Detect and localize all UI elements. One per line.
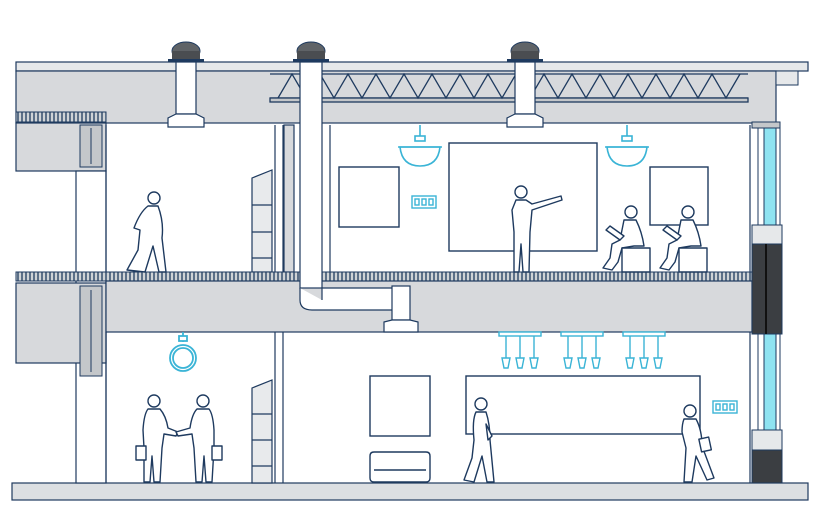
ground-slab [11, 482, 809, 501]
roof-truss [269, 72, 749, 103]
roof [15, 61, 809, 124]
right-facade [751, 121, 783, 484]
upper-door [251, 169, 273, 273]
lower-door [251, 379, 273, 484]
roof-vent-2 [293, 41, 329, 62]
handshake-person [175, 394, 223, 483]
left-wall [15, 111, 107, 484]
pendant-lamp [605, 125, 649, 167]
wall-frame [338, 166, 400, 228]
roof-vent-1 [167, 41, 205, 128]
presenter [511, 185, 563, 273]
lower-interior [105, 332, 751, 483]
light-switch [411, 195, 437, 209]
wall-frame [369, 375, 431, 437]
walking-person [463, 397, 495, 483]
pendant-cluster [622, 331, 666, 369]
roof-vent-3 [506, 41, 544, 128]
low-cabinet [369, 451, 431, 483]
ring-lamp [169, 332, 197, 372]
light-switch [712, 400, 738, 414]
pendant-cluster [498, 331, 542, 369]
pendant-cluster [560, 331, 604, 369]
seated-person [602, 205, 651, 273]
pendant-lamp [398, 125, 442, 167]
walking-person [681, 404, 715, 483]
floor-slab [15, 271, 753, 333]
seated-person [659, 205, 708, 273]
walking-person [126, 191, 167, 273]
wall-board [465, 375, 701, 435]
vertical-duct [299, 61, 419, 333]
wall-frame [649, 166, 709, 226]
handshake-person [135, 394, 179, 483]
